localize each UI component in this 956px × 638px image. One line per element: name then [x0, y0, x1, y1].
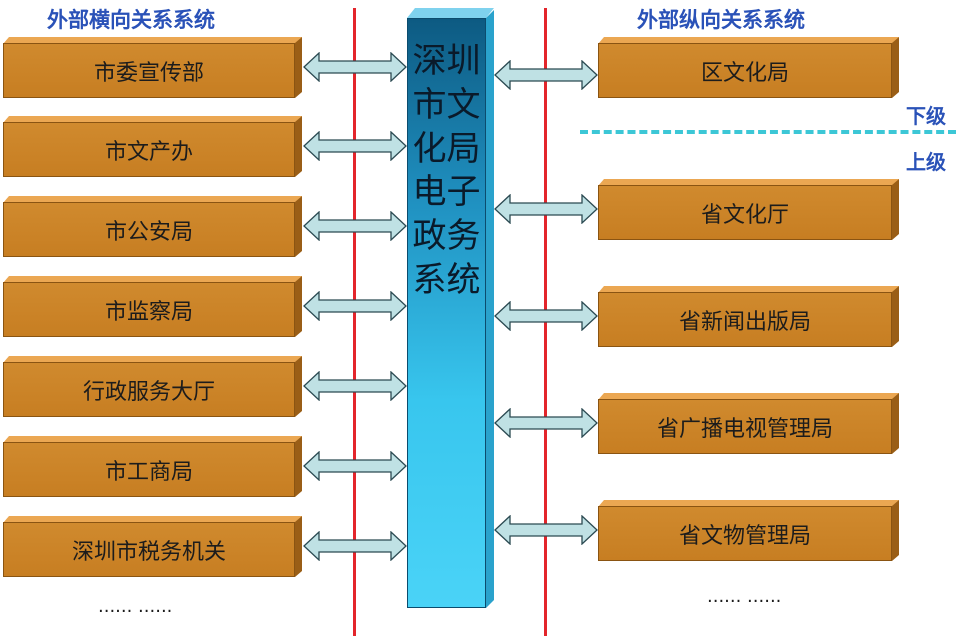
lower-level-label: 下级: [906, 104, 946, 128]
right-box-label: 省新闻出版局: [598, 292, 892, 347]
center-column: [407, 8, 494, 608]
double-arrow-icon: [303, 531, 407, 561]
left-box-2: 市文产办: [3, 116, 302, 177]
double-arrow-icon: [494, 194, 598, 224]
double-arrow-icon: [494, 301, 598, 331]
double-arrow-icon: [303, 211, 407, 241]
right-box-label: 区文化局: [598, 43, 892, 98]
right-box-label: 省广播电视管理局: [598, 399, 892, 454]
left-box-label: 深圳市税务机关: [3, 522, 295, 577]
level-divider: [580, 130, 956, 134]
double-arrow-icon: [303, 371, 407, 401]
right-box-5: 省文物管理局: [598, 500, 899, 561]
right-heading: 外部纵向关系系统: [637, 8, 805, 32]
left-box-6: 市工商局: [3, 436, 302, 497]
left-box-label: 市文产办: [3, 122, 295, 177]
double-arrow-icon: [494, 60, 598, 90]
right-box-1: 区文化局: [598, 37, 899, 98]
double-arrow-icon: [494, 515, 598, 545]
upper-level-label: 上级: [906, 150, 946, 174]
right-box-2: 省文化厅: [598, 179, 899, 240]
left-box-1: 市委宣传部: [3, 37, 302, 98]
double-arrow-icon: [303, 131, 407, 161]
center-title: 深圳市文化局电子政务系统: [412, 41, 481, 300]
left-box-label: 市委宣传部: [3, 43, 295, 98]
left-heading: 外部横向关系系统: [47, 8, 215, 32]
left-box-label: 市公安局: [3, 202, 295, 257]
left-box-4: 市监察局: [3, 276, 302, 337]
right-box-4: 省广播电视管理局: [598, 393, 899, 454]
left-box-label: 市监察局: [3, 282, 295, 337]
left-ellipsis: ...... ......: [98, 596, 173, 617]
left-boundary-line: [353, 8, 356, 636]
right-box-3: 省新闻出版局: [598, 286, 899, 347]
right-box-label: 省文化厅: [598, 185, 892, 240]
left-box-5: 行政服务大厅: [3, 356, 302, 417]
double-arrow-icon: [303, 52, 407, 82]
left-box-7: 深圳市税务机关: [3, 516, 302, 577]
double-arrow-icon: [303, 451, 407, 481]
left-box-label: 行政服务大厅: [3, 362, 295, 417]
right-ellipsis: ...... ......: [707, 586, 782, 607]
left-box-label: 市工商局: [3, 442, 295, 497]
right-box-label: 省文物管理局: [598, 506, 892, 561]
double-arrow-icon: [494, 408, 598, 438]
left-box-3: 市公安局: [3, 196, 302, 257]
double-arrow-icon: [303, 291, 407, 321]
